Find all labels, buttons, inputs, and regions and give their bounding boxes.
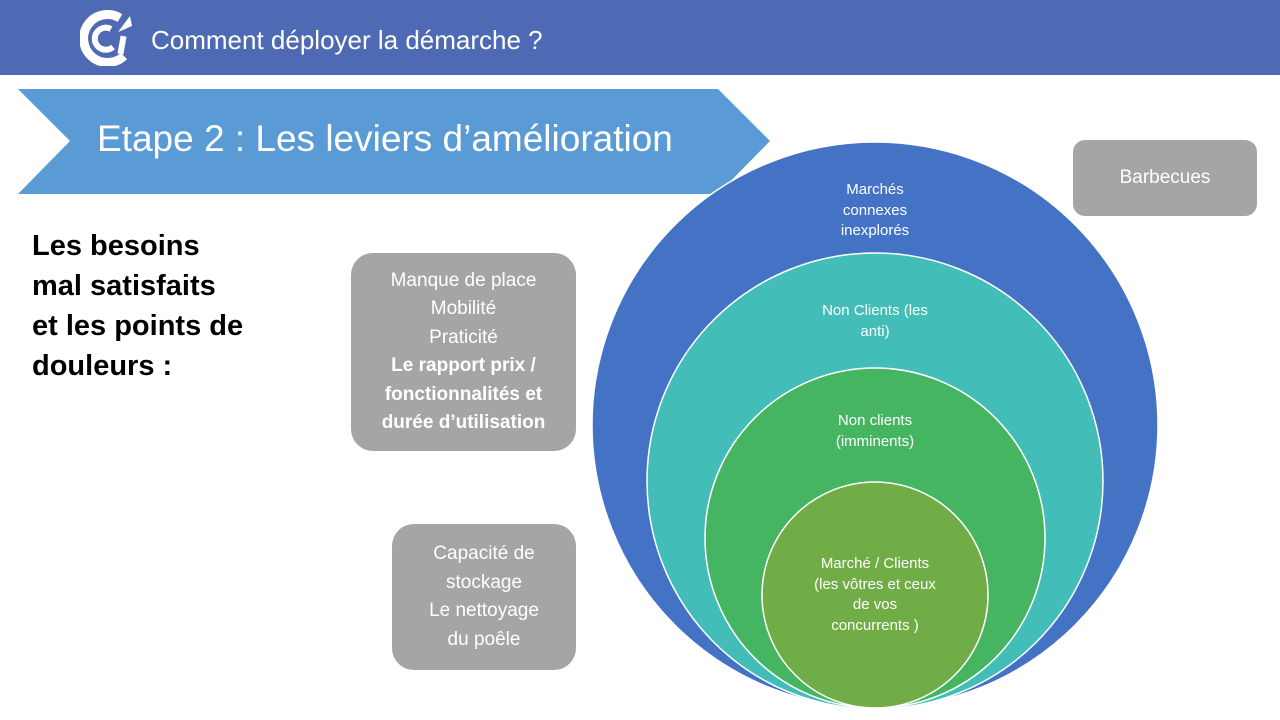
label-line: Marché / Clients [820,555,930,572]
box-line: Capacité de [433,543,535,564]
box-line: Praticité [429,326,498,348]
needs-heading: Les besoins mal satisfaits et les points… [32,226,292,386]
label-line: inexplorés [840,222,910,239]
header-title: Comment déployer la démarche ? [151,25,543,55]
needs-box: Manque de place Mobilité Praticité Le ra… [351,253,576,451]
circle-market-clients [761,481,989,709]
label-line: Non Clients (les [822,302,928,319]
label-line: Non clients [837,412,913,429]
circle-label-adjacent-markets: Marchés connexes inexplorés [775,180,975,242]
label-line: connexes [842,201,908,219]
box-line-bold: fonctionnalités et [384,383,543,405]
storage-box: Capacité de stockage Le nettoyage du poê… [392,524,576,670]
box-line: Manque de place [390,269,537,291]
step-title: Etape 2 : Les leviers d’amélioration [97,118,673,159]
step-banner [18,89,770,194]
heading-line: et les points de [32,310,244,342]
box-line: Le nettoyage [429,600,539,621]
box-line: du poêle [447,628,521,650]
heading-line: douleurs : [32,350,173,382]
label-line: de vos [852,596,898,613]
label-line: anti) [860,322,890,340]
barbecues-label: Barbecues [1119,166,1211,188]
label-line: (imminents) [835,432,915,450]
box-line-bold: durée d’utilisation [381,412,546,433]
box-line: stockage [445,571,523,593]
box-line: Mobilité [430,298,497,319]
label-line: concurrents ) [831,616,919,634]
box-line-bold: Le rapport prix / [391,355,536,376]
heading-line: mal satisfaits [32,270,216,302]
circle-label-market-clients: Marché / Clients (les vôtres et ceux de … [775,554,975,636]
heading-line: Les besoins [32,230,200,262]
circle-label-non-clients-imminent: Non clients (imminents) [775,411,975,452]
header-bar: Comment déployer la démarche ? [0,0,1280,75]
barbecues-box: Barbecues [1073,140,1257,216]
cci-logo [80,10,132,66]
label-line: (les vôtres et ceux [814,575,936,593]
label-line: Marchés [846,181,904,198]
circle-label-non-clients-anti: Non Clients (les anti) [775,301,975,342]
